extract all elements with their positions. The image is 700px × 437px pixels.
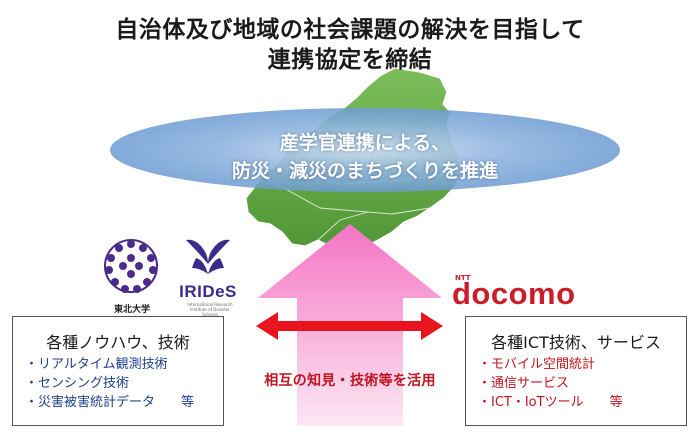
irides-subtitle: International Research Institute of Disa… bbox=[187, 302, 233, 317]
list-item: ・モバイル空間統計 bbox=[478, 357, 596, 372]
right-box-title: 各種ICT技術、サービス bbox=[491, 333, 661, 352]
main-subtitle: 連携協定を締結 bbox=[267, 47, 433, 73]
right-box-list: ・モバイル空間統計 ・通信サービス ・ICT・IoTツール 等 bbox=[478, 355, 623, 412]
tohoku-university-name: 東北大学 bbox=[113, 305, 150, 315]
irides-name: IRIDeS bbox=[179, 282, 237, 301]
red-double-arrow bbox=[256, 312, 443, 340]
list-item: ・センシング技術 bbox=[25, 376, 130, 391]
collaboration-ellipse bbox=[110, 108, 620, 192]
arrow-caption: 相互の知見・技術等を活用 bbox=[264, 373, 436, 389]
tohoku-university-logo bbox=[104, 239, 158, 293]
docomo-logo: docomo bbox=[452, 276, 576, 311]
list-item: ・リアルタイム観測技術 bbox=[25, 357, 168, 372]
ellipse-text-line1: 産学官連携による、 bbox=[279, 132, 451, 154]
list-item: ・ICT・IoTツール 等 bbox=[478, 395, 623, 410]
left-box-list: ・リアルタイム観測技術 ・センシング技術 ・災害被害統計データ 等 bbox=[25, 355, 194, 412]
ntt-label: NTT bbox=[455, 274, 471, 282]
main-title: 自治体及び地域の社会課題の解決を目指して bbox=[115, 17, 585, 43]
list-item: ・通信サービス bbox=[478, 376, 570, 391]
irides-logo-mark bbox=[186, 239, 230, 274]
left-box-title: 各種ノウハウ、技術 bbox=[46, 333, 190, 352]
docomo-capabilities-box: 各種ICT技術、サービス ・モバイル空間統計 ・通信サービス ・ICT・IoTツ… bbox=[465, 316, 687, 426]
ellipse-text-line2: 防災・減災のまちづくりを推進 bbox=[231, 160, 498, 182]
university-capabilities-box: 各種ノウハウ、技術 ・リアルタイム観測技術 ・センシング技術 ・災害被害統計デー… bbox=[12, 316, 224, 426]
list-item: ・災害被害統計データ 等 bbox=[25, 395, 195, 410]
